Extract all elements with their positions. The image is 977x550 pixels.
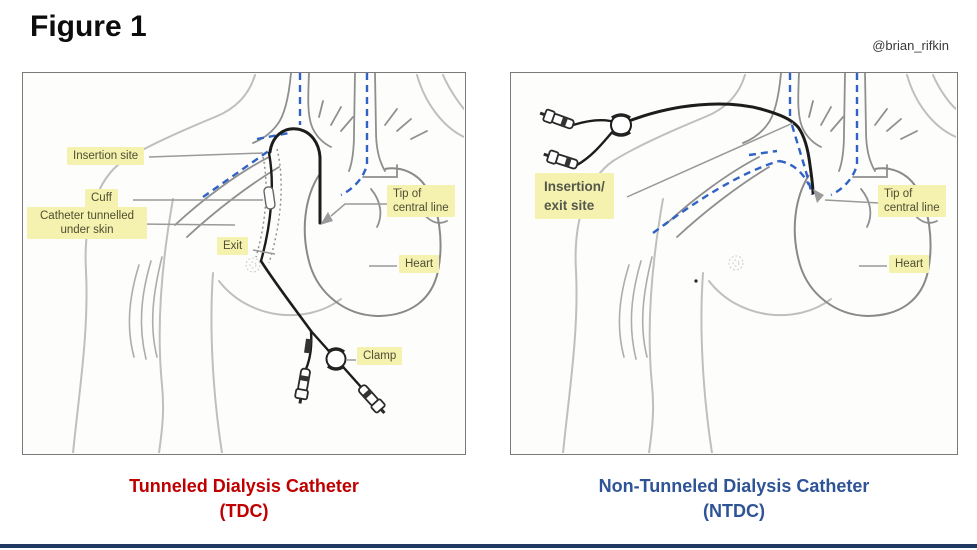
tunneled-catheter-line [259,127,363,389]
anatomy-diagram-tdc-illustration [72,73,464,453]
credit-handle: @brian_rifkin [872,38,949,53]
watermark-circle [245,257,261,273]
watermark-circle [728,255,744,271]
label-cuff: Cuff [85,189,118,207]
figure-title: Figure 1 [30,10,147,43]
leader-lines [626,122,887,267]
anatomy-diagram-ntdc-illustration [539,73,956,453]
label-heart: Heart [399,255,440,273]
cuff-marker [263,186,276,210]
label-clamp: Clamp [357,347,403,365]
tdc-panel: Insertion site Cuff Catheter tunnelled u… [22,72,466,455]
tip-arrow-icon [813,189,824,203]
clamp-sleeve [304,338,312,354]
tdc-caption-line1: Tunneled Dialysis Catheter [129,476,359,496]
label-catheter-tunnelled: Catheter tunnelled under skin [27,207,147,239]
label-insertion-exit-site: Insertion/ exit site [535,173,614,219]
label-exit: Exit [217,237,249,255]
vein-dashed-lines [652,73,859,234]
tdc-caption: Tunneled Dialysis Catheter (TDC) [22,474,466,524]
clamp-wheel [610,113,632,137]
label-tip-of-central-line: Tip of central line [387,185,455,217]
ntdc-caption: Non-Tunneled Dialysis Catheter (NTDC) [510,474,958,524]
tip-arrow-icon [320,212,333,225]
tdc-caption-line2: (TDC) [219,501,269,521]
luer-connector-icon [357,384,386,415]
tunnel-dotted-outline [255,148,282,264]
luer-connector-icon [543,149,579,170]
label-insertion-site: Insertion site [67,147,145,165]
clamp-wheel [325,347,347,371]
ntdc-caption-line1: Non-Tunneled Dialysis Catheter [598,476,870,496]
footer-bar [0,544,977,548]
vein-dashed-lines [202,73,369,198]
luer-connector-icon [294,367,311,404]
ntdc-panel: Insertion/ exit site Tip of central line… [510,72,958,455]
label-tip-of-central-line: Tip of central line [878,185,946,217]
ntdc-caption-line2: (NTDC) [703,501,765,521]
dot-artifact [694,279,698,283]
luer-connector-icon [539,108,575,130]
label-heart: Heart [889,255,930,273]
leader-lines [133,152,397,361]
